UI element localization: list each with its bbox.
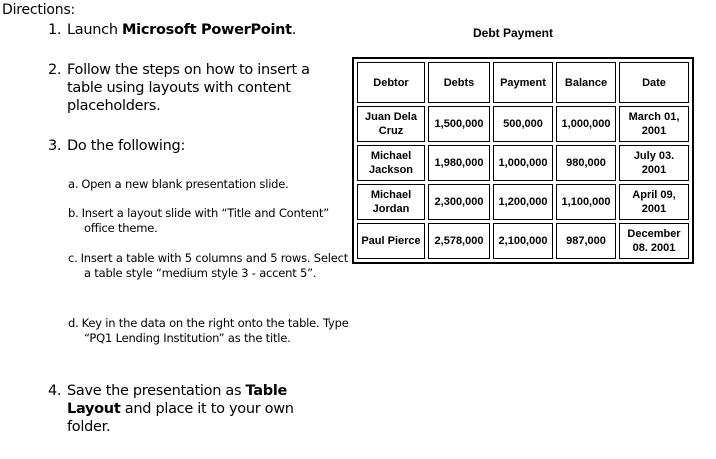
header-cell-date: Date [619, 62, 689, 103]
step-bold-text: Microsoft PowerPoint [122, 22, 292, 38]
table-row: Michael Jordan 2,300,000 1,200,000 1,100… [357, 184, 689, 220]
cell-payment: 1,200,000 [493, 184, 553, 220]
cell-date: April 09, 2001 [619, 184, 689, 220]
cell-date: July 03. 2001 [619, 145, 689, 181]
substep-d: d.Key in the data on the right onto the … [68, 316, 358, 346]
cell-debts: 2,300,000 [428, 184, 490, 220]
substep-text: Open a new blank presentation slide. [81, 177, 289, 191]
substep-text: Key in the data on the right onto the ta… [81, 316, 349, 345]
table-row: Michael Jackson 1,980,000 1,000,000 980,… [357, 145, 689, 181]
step-text: Do the following: [67, 138, 186, 154]
substep-letter: a. [68, 177, 79, 191]
header-cell-debts: Debts [428, 62, 490, 103]
cell-debtor: Juan Dela Cruz [357, 106, 425, 142]
step-text-end: and place it to your own folder. [67, 401, 294, 435]
header-cell-payment: Payment [493, 62, 553, 103]
step-text: Save the presentation as [67, 383, 246, 399]
step-text: Launch [67, 22, 123, 38]
cell-date: December 08. 2001 [619, 223, 689, 259]
cell-payment: 2,100,000 [493, 223, 553, 259]
directions-title: Directions: [2, 2, 76, 18]
step-number: 2. [48, 62, 62, 78]
substep-letter: c. [68, 251, 78, 265]
cell-payment: 1,000,000 [493, 145, 553, 181]
header-cell-debtor: Debtor [357, 62, 425, 103]
substep-c: c.Insert a table with 5 columns and 5 ro… [68, 251, 358, 281]
table-header-row: Debtor Debts Payment Balance Date [357, 62, 689, 103]
header-cell-balance: Balance [556, 62, 616, 103]
cell-date: March 01, 2001 [619, 106, 689, 142]
step-text-end: . [291, 22, 297, 38]
table-row: Juan Dela Cruz 1,500,000 500,000 1,000,0… [357, 106, 689, 142]
step-1: 1. Launch Microsoft PowerPoint. [48, 21, 338, 39]
cell-payment: 500,000 [493, 106, 553, 142]
step-3: 3. Do the following: [48, 137, 338, 155]
cell-debts: 1,500,000 [428, 106, 490, 142]
step-bold-text: Table Layout [67, 383, 288, 417]
cell-debts: 1,980,000 [428, 145, 490, 181]
step-number: 1. [48, 22, 62, 38]
step-2: 2. Follow the steps on how to insert a t… [48, 61, 338, 115]
substep-text: Insert a table with 5 columns and 5 rows… [80, 251, 349, 280]
table-title: Debt Payment [472, 26, 554, 40]
step-4: 4. Save the presentation as Table Layout… [48, 382, 338, 436]
cell-balance: 1,000,000 [556, 106, 616, 142]
cell-balance: 980,000 [556, 145, 616, 181]
step-number: 4. [48, 383, 62, 399]
step-text: Follow the steps on how to insert a tabl… [67, 62, 310, 114]
step-number: 3. [48, 138, 62, 154]
debt-payment-table: Debtor Debts Payment Balance Date Juan D… [352, 57, 694, 264]
cell-debtor: Michael Jackson [357, 145, 425, 181]
cell-debtor: Michael Jordan [357, 184, 425, 220]
substep-text: Insert a layout slide with “Title and Co… [81, 206, 330, 235]
cell-balance: 1,100,000 [556, 184, 616, 220]
substep-letter: d. [68, 316, 79, 330]
cell-balance: 987,000 [556, 223, 616, 259]
substep-b: b.Insert a layout slide with “Title and … [68, 206, 358, 236]
substep-a: a.Open a new blank presentation slide. [68, 177, 358, 192]
table-row: Paul Pierce 2,578,000 2,100,000 987,000 … [357, 223, 689, 259]
cell-debtor: Paul Pierce [357, 223, 425, 259]
substep-letter: b. [68, 206, 79, 220]
cell-debts: 2,578,000 [428, 223, 490, 259]
